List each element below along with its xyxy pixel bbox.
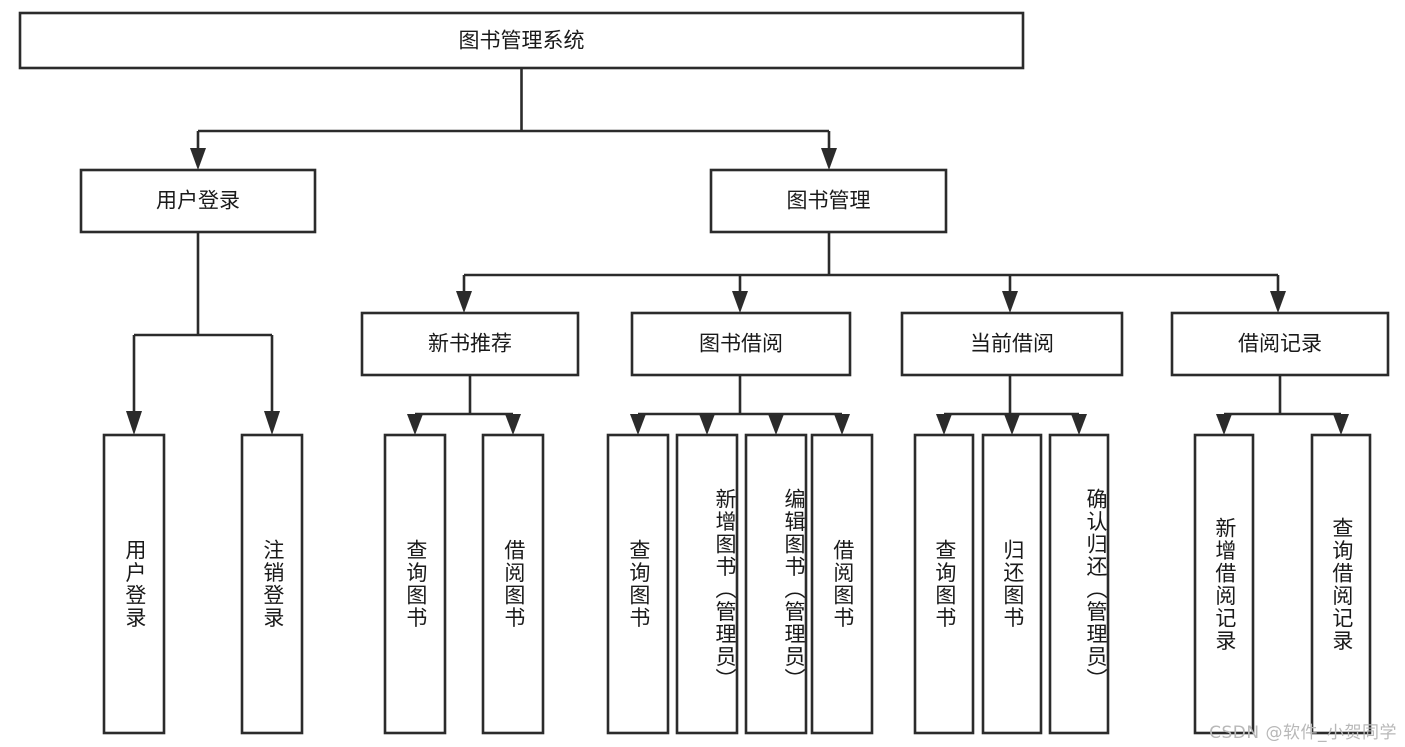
node-leaf-borrow-book-recommend-box[interactable] <box>481 433 545 735</box>
arrowhead-leaf-borrow-book <box>834 414 850 435</box>
arrowhead-new-book-recommend <box>456 291 472 313</box>
arrowhead-current-borrow <box>1002 291 1018 313</box>
arrowhead-leaf-add-borrow-record <box>1216 414 1232 435</box>
node-leaf-query-book-current-box[interactable] <box>913 433 975 735</box>
node-current-borrow[interactable]: 当前借阅 <box>900 311 1124 377</box>
arrowhead-leaf-return-book <box>1004 414 1020 435</box>
node-book-management-label: 图书管理 <box>787 189 871 213</box>
arrowhead-leaf-confirm-return-admin <box>1071 414 1087 435</box>
node-current-borrow-box[interactable] <box>900 311 1124 377</box>
arrowhead-leaf-logout <box>264 411 280 435</box>
node-book-management-box[interactable] <box>709 168 948 234</box>
node-new-book-recommend[interactable]: 新书推荐 <box>360 311 580 377</box>
node-book-borrow-box[interactable] <box>630 311 852 377</box>
watermark-text: CSDN @软件_小贺同学 <box>1209 723 1397 743</box>
node-leaf-edit-book-admin-box[interactable] <box>744 433 808 735</box>
node-new-book-recommend-box[interactable] <box>360 311 580 377</box>
node-leaf-query-borrow-record-box[interactable] <box>1310 433 1372 735</box>
node-user-login[interactable]: 用户登录 <box>79 168 317 234</box>
connector-layer <box>126 68 1349 435</box>
node-root-box[interactable] <box>18 11 1025 70</box>
node-leaf-borrow-book-box[interactable] <box>810 433 874 735</box>
node-leaf-user-login-box[interactable] <box>102 433 166 735</box>
node-borrow-record-box[interactable] <box>1170 311 1390 377</box>
node-leaf-query-book-recommend-box[interactable] <box>383 433 447 735</box>
node-leaf-logout-box[interactable] <box>240 433 304 735</box>
arrowhead-leaf-query-book-current <box>936 414 952 435</box>
arrowhead-leaf-user-login <box>126 411 142 435</box>
leaf-layer <box>102 433 1372 735</box>
node-borrow-record[interactable]: 借阅记录 <box>1170 311 1390 377</box>
node-leaf-return-book-box[interactable] <box>981 433 1043 735</box>
node-leaf-query-book-borrow-box[interactable] <box>606 433 670 735</box>
arrowhead-book-borrow <box>732 291 748 313</box>
node-leaf-confirm-return-admin-box[interactable] <box>1048 433 1110 735</box>
arrowhead-leaf-query-borrow-record <box>1333 414 1349 435</box>
node-book-borrow[interactable]: 图书借阅 <box>630 311 852 377</box>
node-leaf-add-book-admin-box[interactable] <box>675 433 739 735</box>
arrowhead-user-login <box>190 148 206 170</box>
arrowhead-leaf-query-book-borrow <box>630 414 646 435</box>
arrowhead-borrow-record <box>1270 291 1286 313</box>
arrowhead-leaf-borrow-book-recommend <box>505 414 521 435</box>
arrowhead-book-management <box>821 148 837 170</box>
node-root[interactable]: 图书管理系统 <box>18 11 1025 70</box>
node-user-login-label: 用户登录 <box>156 189 240 213</box>
node-book-management[interactable]: 图书管理 <box>709 168 948 234</box>
node-user-login-box[interactable] <box>79 168 317 234</box>
node-leaf-add-borrow-record-box[interactable] <box>1193 433 1255 735</box>
node-current-borrow-label: 当前借阅 <box>970 332 1054 356</box>
arrowhead-leaf-add-book-admin <box>699 414 715 435</box>
node-borrow-record-label: 借阅记录 <box>1238 332 1322 356</box>
node-book-borrow-label: 图书借阅 <box>699 332 783 356</box>
arrowhead-leaf-query-book-recommend <box>407 414 423 435</box>
node-root-label: 图书管理系统 <box>459 29 585 53</box>
node-new-book-recommend-label: 新书推荐 <box>428 332 512 356</box>
arrowhead-leaf-edit-book-admin <box>768 414 784 435</box>
